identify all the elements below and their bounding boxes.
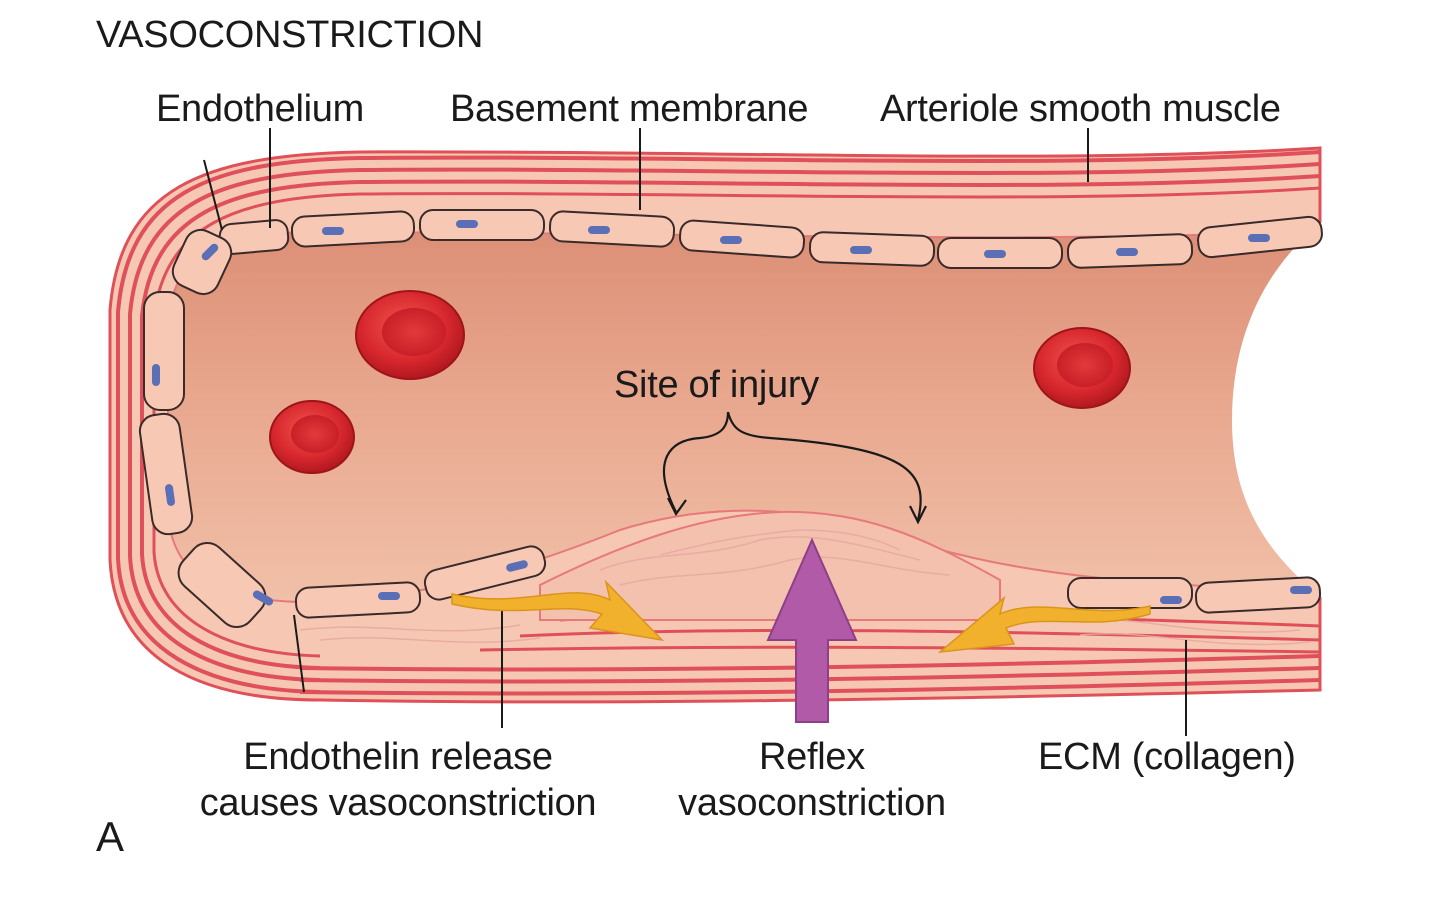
- label-endothelin-line1: Endothelin release: [243, 736, 553, 778]
- reflex-vasoconstriction-arrow: [766, 537, 858, 723]
- label-reflex-line1: Reflex: [759, 736, 865, 778]
- ecm-fibers: [299, 529, 1311, 646]
- injury-site: [539, 510, 1001, 621]
- leader-lines: [203, 128, 1187, 736]
- panel-letter: A: [96, 813, 124, 860]
- label-ecm-collagen: ECM (collagen): [1038, 736, 1296, 778]
- label-smooth-muscle: Arteriole smooth muscle: [880, 88, 1281, 130]
- endothelial-cells-bottom: [294, 545, 1322, 619]
- red-blood-cell: [1033, 327, 1131, 409]
- label-endothelin-line2: causes vasoconstriction: [199, 782, 597, 824]
- label-endothelin-release: Endothelin release causes vasoconstricti…: [160, 734, 636, 826]
- red-blood-cell: [269, 400, 355, 474]
- smooth-muscle-stripes-top: [116, 150, 1321, 694]
- label-basement-membrane: Basement membrane: [450, 88, 809, 130]
- endothelin-arrow-right: [937, 595, 1151, 654]
- label-reflex-line2: vasoconstriction: [678, 782, 946, 824]
- cell-nuclei: [152, 220, 1312, 606]
- label-endothelium: Endothelium: [156, 88, 364, 130]
- label-site-of-injury: Site of injury: [614, 364, 819, 406]
- endothelin-arrow-left: [451, 579, 665, 642]
- figure-title: VASOCONSTRICTION: [96, 14, 484, 56]
- injury-brace: [663, 411, 927, 525]
- label-reflex-vasoconstriction: Reflex vasoconstriction: [650, 734, 974, 826]
- red-blood-cell: [355, 290, 465, 380]
